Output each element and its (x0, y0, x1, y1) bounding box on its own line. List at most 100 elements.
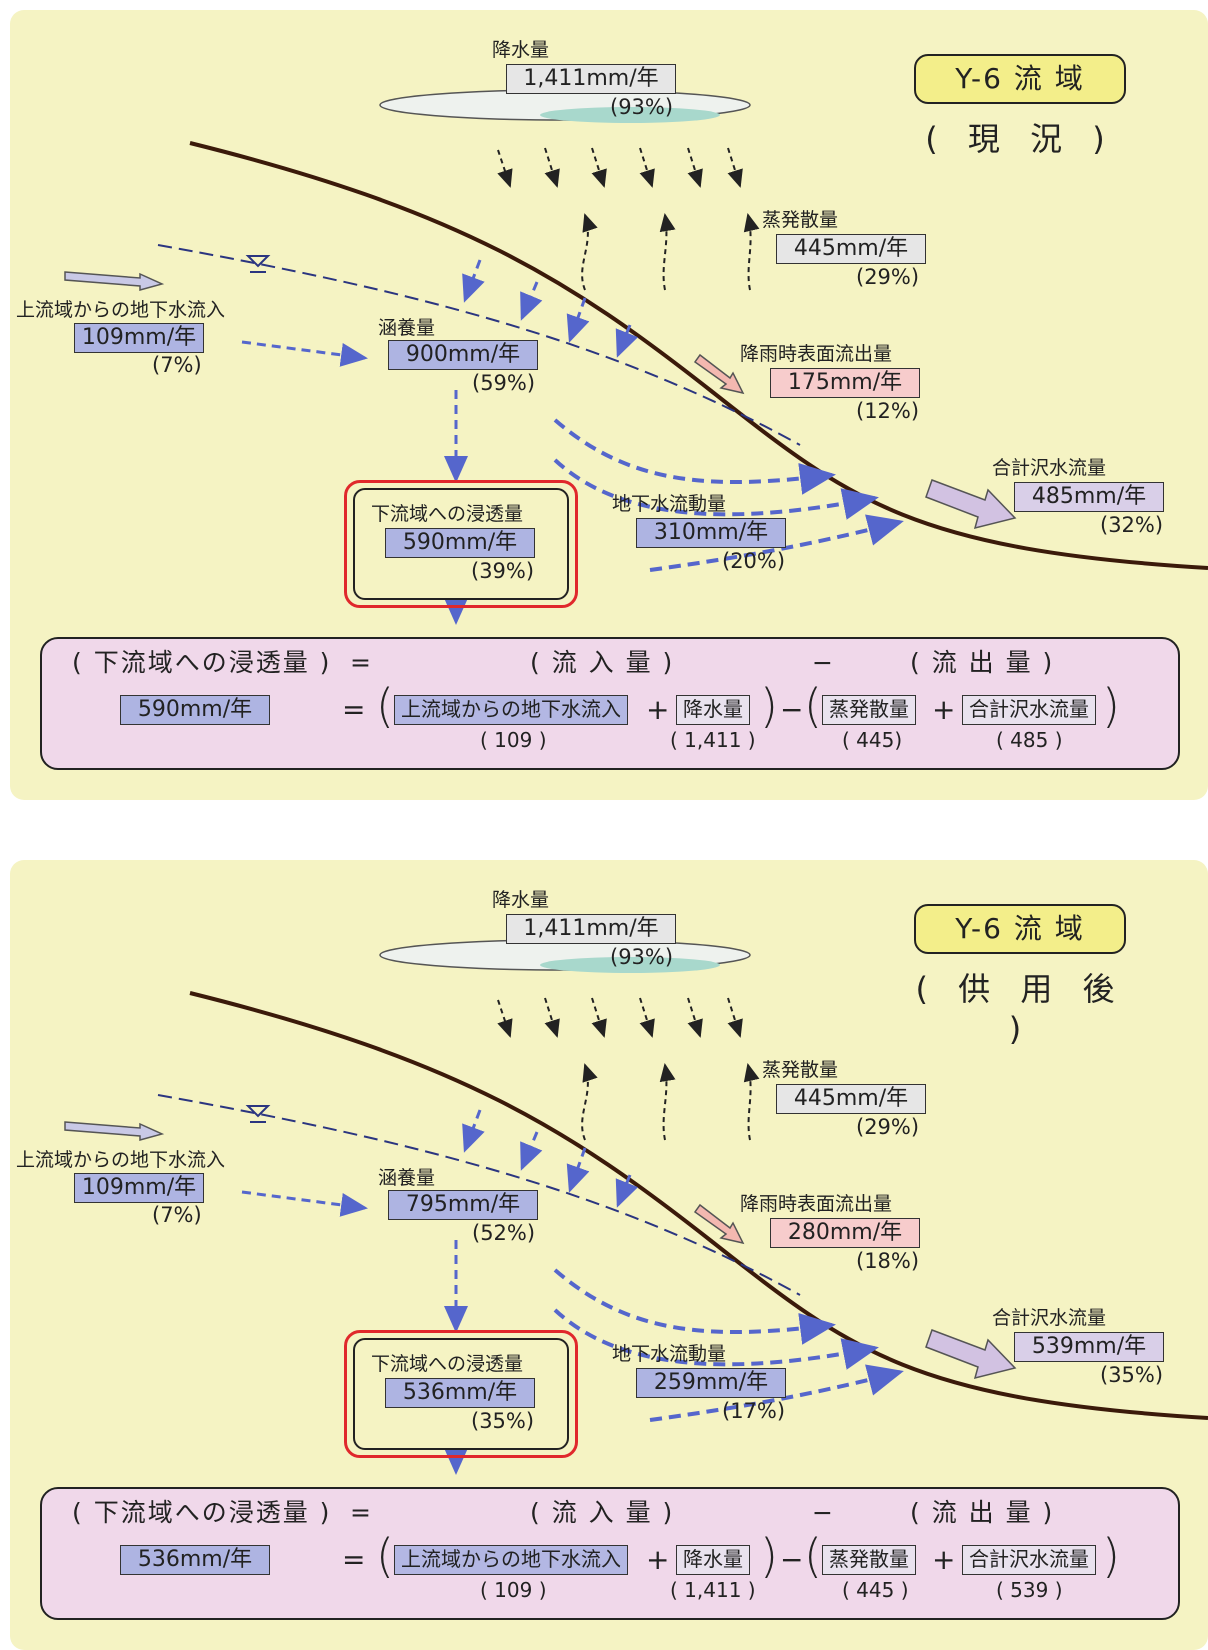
equation-rparen-1: ) (760, 679, 778, 733)
equation-outflow: ( 流 出 量 ) (910, 648, 1055, 677)
evaporation-arrows (581, 213, 760, 291)
num-evap: ( 445 ) (842, 1578, 909, 1602)
groundwater-flow-arrows (553, 418, 904, 572)
upstream-value: 109mm/年 (74, 323, 204, 353)
recharge-pct: (52%) (472, 1221, 536, 1245)
equation-rparen-1: ) (760, 1529, 778, 1583)
equation-outflow: ( 流 出 量 ) (910, 1498, 1055, 1527)
equation-plus-1: + (646, 1543, 670, 1576)
scenario-label: ( 現 況 ) (925, 120, 1115, 158)
precip-label: 降水量 (492, 39, 550, 61)
num-total-flow: ( 485 ) (996, 728, 1063, 752)
evap-pct: (29%) (856, 265, 920, 289)
equation-minus-2: − (780, 693, 804, 726)
term-total-flow: 合計沢水流量 (962, 1545, 1096, 1575)
seepage-value: 590mm/年 (385, 528, 535, 558)
precip-pct: (93%) (610, 95, 674, 119)
equation-equals-1: = (350, 1498, 373, 1527)
upstream-label: 上流域からの地下水流入 (16, 1149, 226, 1171)
precip-value: 1,411mm/年 (506, 64, 676, 94)
rain-arrows (497, 997, 743, 1038)
equation-minus-1: − (812, 648, 835, 677)
cloud-icon (379, 89, 751, 123)
surface-pct: (18%) (856, 1249, 920, 1273)
surface-value: 280mm/年 (770, 1218, 920, 1248)
ground-surface-line (189, 141, 1208, 570)
equation-result: 590mm/年 (120, 695, 270, 725)
total-flow-label: 合計沢水流量 (992, 457, 1107, 479)
upstream-value: 109mm/年 (74, 1173, 204, 1203)
surface-runoff-arrow (693, 353, 745, 395)
equation-lhs: ( 下流域への浸透量 ) (72, 648, 332, 677)
precip-pct: (93%) (610, 945, 674, 969)
term-total-flow: 合計沢水流量 (962, 695, 1096, 725)
water-balance-diagram (64, 89, 1208, 625)
infiltration-arrows (241, 259, 639, 625)
water-balance-diagram (64, 939, 1208, 1475)
surface-label: 降雨時表面流出量 (740, 1193, 893, 1215)
infiltration-arrows (241, 1109, 639, 1475)
groundwater-label: 地下水流動量 (612, 493, 727, 515)
recharge-value: 795mm/年 (388, 1190, 538, 1220)
equation-equals-2: = (342, 693, 366, 726)
upstream-label: 上流域からの地下水流入 (16, 299, 226, 321)
term-evap: 蒸発散量 (822, 695, 916, 725)
recharge-value: 900mm/年 (388, 340, 538, 370)
precip-label: 降水量 (492, 889, 550, 911)
ground-surface-line (189, 991, 1208, 1420)
upstream-pct: (7%) (152, 1203, 202, 1227)
upstream-inflow-arrow (64, 271, 165, 291)
total-flow-value: 539mm/年 (1014, 1332, 1164, 1362)
rain-arrows (497, 147, 743, 188)
panel-current: Y-6 流 域 ( 現 況 ) 降水量 1,411mm/年 (93%) 蒸発散量… (10, 10, 1208, 800)
precip-value: 1,411mm/年 (506, 914, 676, 944)
seepage-label: 下流域への浸透量 (371, 503, 524, 525)
evap-value: 445mm/年 (776, 234, 926, 264)
scenario-label: ( 供 用 後 ) (915, 970, 1125, 1048)
equation-plus-2: + (932, 1543, 956, 1576)
equation-inflow: ( 流 入 量 ) (530, 648, 675, 677)
evap-label: 蒸発散量 (762, 1059, 839, 1081)
seepage-pct: (35%) (471, 1409, 535, 1433)
equation-minus-2: − (780, 1543, 804, 1576)
total-flow-label: 合計沢水流量 (992, 1307, 1107, 1329)
equation-plus-2: + (932, 693, 956, 726)
water-table-line (157, 244, 801, 446)
groundwater-pct: (17%) (722, 1399, 786, 1423)
surface-runoff-arrow (693, 1203, 745, 1245)
term-upstream: 上流域からの地下水流入 (394, 695, 628, 725)
basin-badge: Y-6 流 域 (914, 54, 1126, 104)
recharge-label: 涵養量 (378, 317, 436, 339)
stream-outflow-arrow (925, 479, 1017, 530)
equation-lparen-2: ( (804, 679, 822, 733)
equation-rparen-2: ) (1102, 1529, 1120, 1583)
recharge-label: 涵養量 (378, 1167, 436, 1189)
equation-lhs: ( 下流域への浸透量 ) (72, 1498, 332, 1527)
water-table-icon (245, 1105, 271, 1123)
equation-plus-1: + (646, 693, 670, 726)
groundwater-flow-arrows (553, 1268, 904, 1422)
equation-equals-2: = (342, 1543, 366, 1576)
term-upstream: 上流域からの地下水流入 (394, 1545, 628, 1575)
num-evap: ( 445) (842, 728, 903, 752)
seepage-highlight: 下流域への浸透量 536mm/年 (35%) (344, 1330, 578, 1458)
upstream-pct: (7%) (152, 353, 202, 377)
water-table-icon (245, 255, 271, 273)
evap-value: 445mm/年 (776, 1084, 926, 1114)
groundwater-value: 259mm/年 (636, 1368, 786, 1398)
term-precip: 降水量 (676, 1545, 750, 1575)
stream-outflow-arrow (925, 1329, 1017, 1380)
total-flow-value: 485mm/年 (1014, 482, 1164, 512)
equation-result: 536mm/年 (120, 1545, 270, 1575)
balance-equation: ( 下流域への浸透量 ) = ( 流 入 量 ) − ( 流 出 量 ) 590… (40, 637, 1180, 770)
total-flow-pct: (32%) (1100, 513, 1164, 537)
num-total-flow: ( 539 ) (996, 1578, 1063, 1602)
num-upstream: ( 109 ) (480, 728, 547, 752)
surface-pct: (12%) (856, 399, 920, 423)
num-precip: ( 1,411 ) (670, 1578, 756, 1602)
water-table-line (157, 1094, 801, 1296)
seepage-label: 下流域への浸透量 (371, 1353, 524, 1375)
groundwater-label: 地下水流動量 (612, 1343, 727, 1365)
equation-minus-1: − (812, 1498, 835, 1527)
equation-inflow: ( 流 入 量 ) (530, 1498, 675, 1527)
